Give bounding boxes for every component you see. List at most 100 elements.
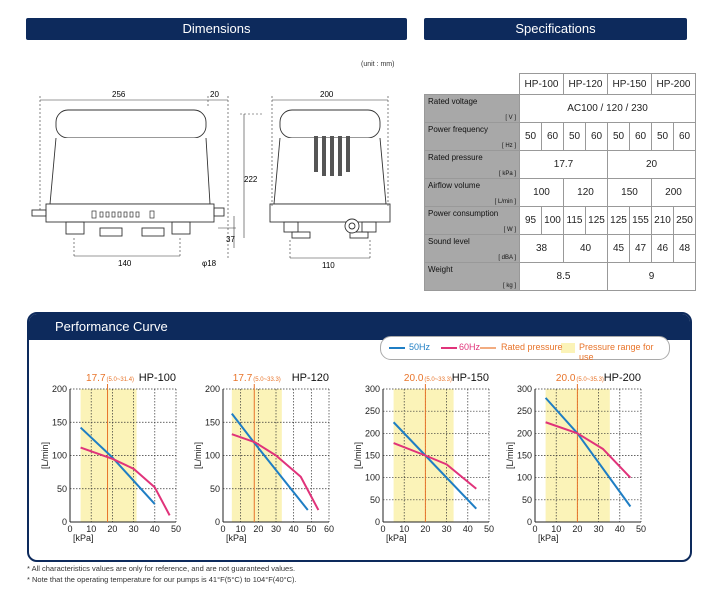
x-tick-label: 30 xyxy=(271,524,281,534)
power-cell: 100 xyxy=(541,206,564,235)
performance-header xyxy=(29,314,690,340)
y-tick-label: 250 xyxy=(517,406,532,416)
performance-panel: Performance Curve xyxy=(27,312,692,562)
sound-cell: 47 xyxy=(629,234,652,263)
x-tick-label: 20 xyxy=(572,524,582,534)
y-tick-label: 150 xyxy=(52,417,67,427)
model-hp150: HP-150 xyxy=(607,73,652,95)
dim-20: 20 xyxy=(210,90,219,99)
weight-cell: 9 xyxy=(607,262,696,291)
y-tick-label: 150 xyxy=(205,417,220,427)
model-hp200: HP-200 xyxy=(651,73,696,95)
row-label: Rated pressure[ kPa ] xyxy=(424,150,520,179)
y-tick-label: 100 xyxy=(517,473,532,483)
airflow-cell: 120 xyxy=(563,178,608,207)
series-60hz-line xyxy=(231,433,320,511)
x-tick-label: 20 xyxy=(107,524,117,534)
power-cell: 155 xyxy=(629,206,652,235)
sound-cell: 38 xyxy=(519,234,564,263)
x-tick-label: 10 xyxy=(399,524,409,534)
y-tick-label: 50 xyxy=(522,495,532,505)
pressure-range-label: (5.0~31.4) xyxy=(107,377,135,383)
x-tick-label: 50 xyxy=(171,524,181,534)
y-tick-label: 100 xyxy=(205,451,220,461)
legend-range: Pressure range for use xyxy=(579,342,654,362)
note-2: * Note that the operating temperature fo… xyxy=(27,575,297,584)
x-tick-label: 50 xyxy=(636,524,646,534)
x-tick-label: 10 xyxy=(551,524,561,534)
x-axis-label: [kPa] xyxy=(73,533,94,543)
y-tick-label: 50 xyxy=(370,495,380,505)
sound-cell: 45 xyxy=(607,234,630,263)
y-tick-label: 0 xyxy=(375,517,380,527)
y-tick-label: 150 xyxy=(365,451,380,461)
freq-cell: 60 xyxy=(585,122,608,151)
row-label: Airflow volume[ L/min ] xyxy=(424,178,520,207)
x-tick-label: 0 xyxy=(220,524,225,534)
chart-legend: 50Hz 60Hz Rated pressure Pressure range … xyxy=(380,336,670,362)
x-tick-label: 0 xyxy=(380,524,385,534)
legend-rated: Rated pressure xyxy=(501,342,563,352)
dim-256: 256 xyxy=(112,90,126,99)
row-label: Weight[ kg ] xyxy=(424,262,520,291)
series-60hz-line xyxy=(393,442,477,490)
dimensions-header: Dimensions xyxy=(26,18,407,40)
x-tick-label: 20 xyxy=(420,524,430,534)
x-tick-label: 0 xyxy=(532,524,537,534)
sound-cell: 46 xyxy=(651,234,674,263)
weight-cell: 8.5 xyxy=(519,262,608,291)
dim-200: 200 xyxy=(320,90,334,99)
sound-cell: 48 xyxy=(673,234,696,263)
note-1: * All characteristics values are only fo… xyxy=(27,564,296,573)
pressure-cell: 20 xyxy=(607,150,696,179)
x-tick-label: 50 xyxy=(306,524,316,534)
airflow-cell: 100 xyxy=(519,178,564,207)
legend-50hz: 50Hz xyxy=(409,342,431,352)
x-tick-label: 30 xyxy=(442,524,452,534)
freq-cell: 60 xyxy=(629,122,652,151)
dim-37: 37 xyxy=(226,235,235,244)
x-tick-label: 40 xyxy=(463,524,473,534)
series-60hz-line xyxy=(545,421,632,479)
y-tick-label: 100 xyxy=(365,473,380,483)
freq-cell: 60 xyxy=(673,122,696,151)
row-label: Rated voltage[ V ] xyxy=(424,94,520,123)
y-tick-label: 150 xyxy=(517,451,532,461)
specifications-header: Specifications xyxy=(424,18,687,40)
x-tick-label: 10 xyxy=(236,524,246,534)
power-cell: 125 xyxy=(607,206,630,235)
rated-pressure-label: 17.7 xyxy=(233,373,253,384)
sound-cell: 40 xyxy=(563,234,608,263)
dim-110: 110 xyxy=(322,261,335,270)
power-cell: 250 xyxy=(673,206,696,235)
x-axis-label: [kPa] xyxy=(386,533,407,543)
legend-range-swatch xyxy=(561,343,575,353)
series-60hz-line xyxy=(80,446,171,516)
x-tick-label: 30 xyxy=(129,524,139,534)
power-cell: 95 xyxy=(519,206,542,235)
dim-phi18: φ18 xyxy=(202,259,217,268)
y-tick-label: 200 xyxy=(517,428,532,438)
x-tick-label: 0 xyxy=(67,524,72,534)
x-tick-label: 30 xyxy=(594,524,604,534)
freq-cell: 50 xyxy=(563,122,586,151)
dim-140: 140 xyxy=(118,259,132,268)
y-tick-label: 300 xyxy=(365,384,380,394)
pressure-cell: 17.7 xyxy=(519,150,608,179)
chart-title: HP-200 xyxy=(604,372,641,384)
x-tick-label: 20 xyxy=(253,524,263,534)
x-axis-label: [kPa] xyxy=(538,533,559,543)
series-50hz-line xyxy=(231,412,309,511)
x-tick-label: 40 xyxy=(289,524,299,534)
y-axis-label: [L/min] xyxy=(193,442,203,469)
rated-pressure-label: 17.7 xyxy=(86,373,106,384)
row-label: Power frequency[ Hz ] xyxy=(424,122,520,151)
y-tick-label: 50 xyxy=(210,484,220,494)
spec-corner xyxy=(425,74,520,95)
model-hp100: HP-100 xyxy=(519,73,564,95)
legend-swatches xyxy=(389,343,575,353)
y-tick-label: 0 xyxy=(62,517,67,527)
y-tick-label: 0 xyxy=(527,517,532,527)
y-tick-label: 0 xyxy=(215,517,220,527)
